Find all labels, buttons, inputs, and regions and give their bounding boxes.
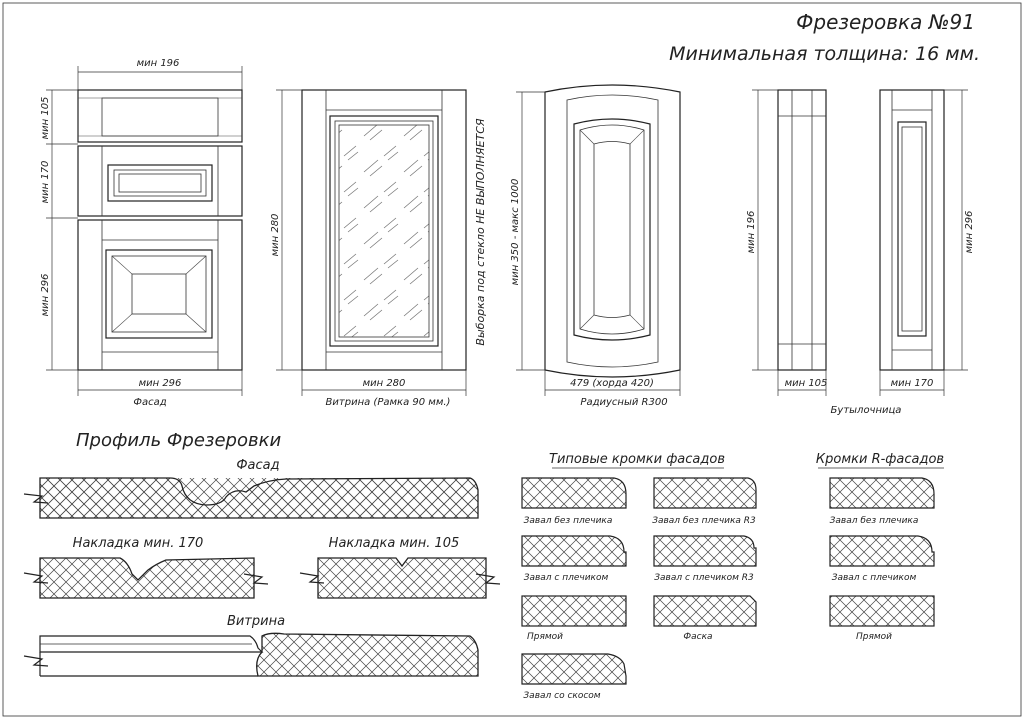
bottle-caption: Бутылочница	[831, 405, 902, 416]
edge-r-label-1: Завал без плечика	[830, 516, 919, 526]
vitrina-side-note: Выборка под стекло НЕ ВЫПОЛНЯЕТСЯ	[474, 118, 487, 345]
subtitle: Минимальная толщина: 16 мм.	[669, 43, 980, 65]
edge-typical-label-2: Завал без плечика R3	[652, 516, 756, 526]
bottle-dim-left-1: мин 196	[746, 211, 757, 254]
facade-caption: Фасад	[133, 397, 166, 408]
vitrina-drawing: мин 280 мин 280 Витрина (Рамка 90 мм.) В…	[270, 89, 487, 408]
edge-r-2: Завал с плечиком	[829, 535, 935, 583]
edge-typical-5: Прямой	[521, 595, 627, 642]
profile-vitrina-label: Витрина	[227, 614, 285, 629]
profile-overlay-170: Накладка мин. 170	[23, 536, 269, 599]
edge-typical-7: Завал со скосом	[521, 653, 627, 701]
bottle-holder-drawing: мин 196 мин 296 мин 105 мин 170 Бутылочн…	[746, 89, 975, 416]
edge-r-label-3: Прямой	[856, 632, 892, 642]
facade-drawing: мин 196 мин 105 мин 170 мин 296	[40, 58, 243, 408]
edge-typical-1: Завал без плечика	[521, 477, 627, 526]
vitrina-dim-bottom: мин 280	[363, 378, 406, 389]
edge-typical-label-3: Завал с плечиком	[524, 573, 609, 583]
edges-typical-heading: Типовые кромки фасадов	[549, 452, 725, 467]
profile-facade-label: Фасад	[236, 458, 279, 473]
title: Фрезеровка №91	[796, 10, 975, 34]
edge-typical-label-6: Фаска	[683, 632, 712, 642]
bottle-dim-bottom-1: мин 105	[785, 378, 828, 389]
vitrina-dim-left: мин 280	[270, 214, 281, 257]
profile-overlay170-label: Накладка мин. 170	[73, 536, 204, 551]
radius-caption: Радиусный R300	[580, 397, 667, 408]
facade-dim-bottom: мин 296	[139, 378, 182, 389]
edge-r-3: Прямой	[829, 595, 935, 642]
profile-facade: Фасад	[23, 458, 479, 519]
facade-dim-left-1: мин 105	[40, 97, 51, 140]
edge-typical-4: Завал с плечиком R3	[653, 535, 757, 583]
profile-overlay-105: Накладка мин. 105	[299, 536, 501, 599]
facade-dim-left-2: мин 170	[40, 161, 51, 204]
edge-r-1: Завал без плечика	[829, 477, 935, 526]
edges-r-heading: Кромки R-фасадов	[816, 452, 944, 467]
edge-typical-label-5: Прямой	[527, 632, 563, 642]
edge-typical-2: Завал без плечика R3	[652, 477, 757, 526]
radius-facade-drawing: мин 350 - макс 1000 479 (хорда 420) Ради…	[510, 84, 681, 408]
profile-overlay105-label: Накладка мин. 105	[329, 536, 460, 551]
bottle-dim-bottom-2: мин 170	[891, 378, 934, 389]
edge-typical-label-7: Завал со скосом	[523, 691, 600, 701]
facade-dim-left-3: мин 296	[40, 274, 51, 317]
radius-dim-bottom: 479 (хорда 420)	[570, 378, 654, 389]
edge-r-label-2: Завал с плечиком	[832, 573, 917, 583]
vitrina-caption: Витрина (Рамка 90 мм.)	[326, 397, 451, 408]
radius-dim-left: мин 350 - макс 1000	[510, 179, 521, 286]
profiles-heading: Профиль Фрезеровки	[76, 430, 281, 451]
facade-dim-top: мин 196	[137, 58, 180, 69]
edge-typical-6: Фаска	[653, 595, 757, 642]
edge-typical-3: Завал с плечиком	[521, 535, 627, 583]
profile-vitrina: Витрина	[23, 614, 479, 677]
bottle-dim-left-2: мин 296	[964, 211, 975, 254]
edge-typical-label-4: Завал с плечиком R3	[654, 573, 754, 583]
edge-typical-label-1: Завал без плечика	[524, 516, 613, 526]
